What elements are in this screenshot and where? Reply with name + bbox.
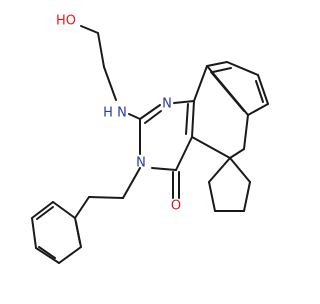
- atom-label-carbonyl-oxygen: O: [171, 199, 181, 214]
- bond-c2-n1: [139, 104, 161, 120]
- bond-c4-n3: [151, 167, 177, 171]
- bond-layer: [31, 25, 269, 264]
- bond-c4a-spiro: [191, 136, 231, 159]
- bond-benz-4: [257, 74, 269, 105]
- bond-c2-n1-double: [144, 110, 162, 124]
- bond-ph-inner-1: [75, 221, 81, 244]
- bond-c8a-c4a-double: [185, 103, 189, 135]
- bond-ph-6: [52, 201, 76, 219]
- bond-n3-ch2: [122, 167, 141, 199]
- bond-n1-c8a: [173, 100, 195, 104]
- bond-c4a-c4: [175, 136, 193, 171]
- bond-spiro-ch2: [229, 148, 245, 159]
- bond-ph-3: [35, 247, 60, 264]
- bond-cp-2: [208, 181, 216, 212]
- molecule-drawing: HO N H N N O: [0, 0, 300, 300]
- atom-label-amine-h: H: [103, 106, 113, 121]
- atom-label-amine: N: [117, 106, 127, 121]
- atom-label-ring-n3: N: [136, 156, 146, 171]
- bond-ph-5: [31, 201, 54, 219]
- bond-benz-inner-1: [212, 67, 232, 73]
- bond-cp-5: [229, 157, 251, 183]
- bond-benz-2: [206, 61, 228, 67]
- atom-label-hydroxyl: HO: [56, 14, 76, 29]
- background: [0, 0, 300, 300]
- bond-ph-4: [31, 217, 37, 249]
- bond-c2-nh: [103, 66, 117, 101]
- bond-benz-3: [226, 61, 259, 76]
- bond-benz-5: [247, 103, 269, 116]
- bond-ch2-arom: [243, 114, 249, 150]
- structure-canvas: HO N H N N O: [0, 0, 300, 300]
- bond-c8a-c4a: [191, 100, 195, 138]
- bond-nh-c2ring: [128, 113, 141, 120]
- bond-ho-c1: [80, 25, 99, 34]
- bond-ph-inner-2: [38, 246, 56, 259]
- atom-label-ring-n1: N: [162, 97, 172, 112]
- bond-benz-inner-3: [210, 71, 245, 112]
- bond-ph-inner-3: [36, 206, 54, 220]
- bond-cp-4: [243, 181, 251, 212]
- bond-cp-1: [208, 157, 231, 183]
- bond-c1-c2: [97, 32, 105, 68]
- bond-benz-1: [193, 65, 208, 102]
- bond-ch2-ch2: [88, 196, 124, 199]
- bond-ch2-ph: [74, 196, 90, 219]
- atom-label-layer: HO N H N N O: [56, 14, 181, 214]
- bond-benz-inner-2: [255, 80, 264, 103]
- bond-ph-2: [58, 246, 82, 264]
